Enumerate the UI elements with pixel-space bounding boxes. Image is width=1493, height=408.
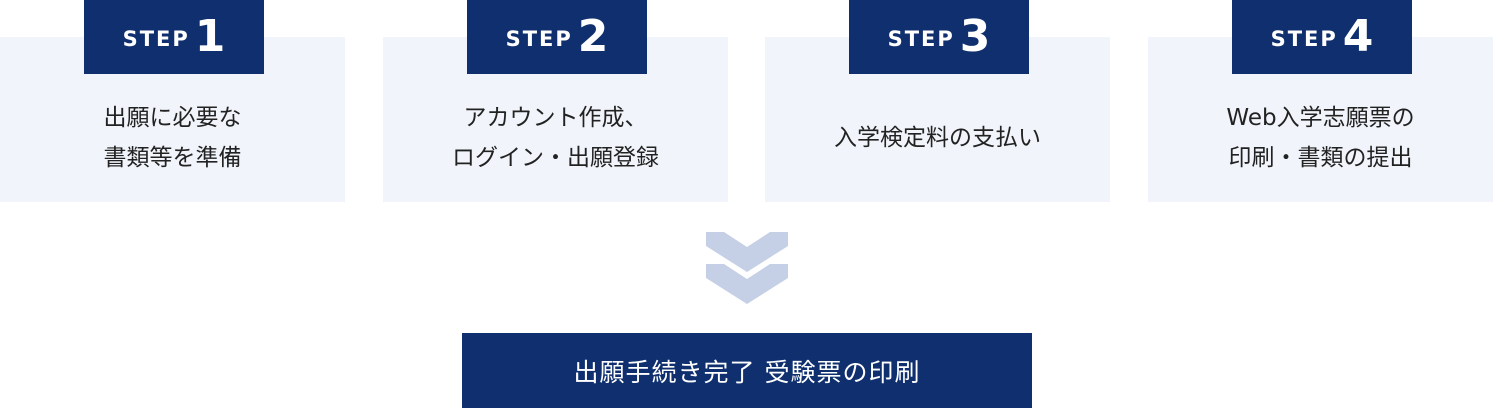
step-number: 3 [959, 11, 991, 62]
step-label: STEP [505, 27, 573, 51]
step-card-1: STEP 1 出願に必要な 書類等を準備 [0, 0, 345, 202]
step-description-line: Web入学志願票の [1226, 105, 1415, 131]
step-badge-3: STEP 3 [849, 0, 1029, 74]
step-card-4: STEP 4 Web入学志願票の 印刷・書類の提出 [1148, 0, 1493, 202]
step-card-2: STEP 2 アカウント作成、 ログイン・出願登録 [383, 0, 728, 202]
step-description-line: 出願に必要な [103, 105, 242, 131]
step-description-3: 入学検定料の支払い [765, 74, 1110, 202]
final-step-box: 出願手続き完了 受験票の印刷 [462, 333, 1032, 408]
final-step-text: 出願手続き完了 受験票の印刷 [573, 357, 921, 387]
step-badge-4: STEP 4 [1232, 0, 1412, 74]
step-description-line: 印刷・書類の提出 [1228, 145, 1413, 171]
step-number: 4 [1342, 11, 1374, 62]
step-description-line: 入学検定料の支払い [834, 125, 1041, 151]
step-badge-2: STEP 2 [467, 0, 647, 74]
step-number: 1 [194, 11, 226, 62]
step-description-2: アカウント作成、 ログイン・出願登録 [383, 74, 728, 202]
double-chevron-down-icon [706, 232, 788, 304]
step-card-3: STEP 3 入学検定料の支払い [765, 0, 1110, 202]
step-description-line: アカウント作成、 [463, 105, 648, 131]
step-number: 2 [577, 11, 609, 62]
step-badge-1: STEP 1 [84, 0, 264, 74]
step-label: STEP [122, 27, 190, 51]
step-description-4: Web入学志願票の 印刷・書類の提出 [1148, 74, 1493, 202]
step-description-1: 出願に必要な 書類等を準備 [0, 74, 345, 202]
step-label: STEP [887, 27, 955, 51]
step-description-line: 書類等を準備 [103, 145, 242, 171]
step-label: STEP [1270, 27, 1338, 51]
step-description-line: ログイン・出願登録 [452, 145, 659, 171]
